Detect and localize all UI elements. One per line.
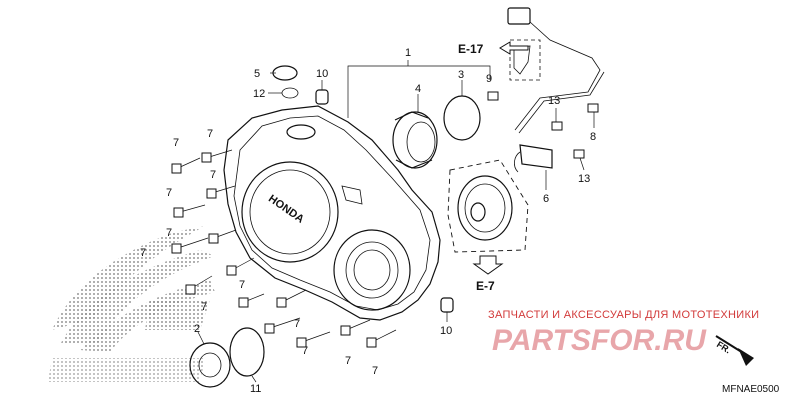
e17-arrow-icon [499,41,529,55]
cover-emblem: HONDA [266,193,306,226]
flange-bolts-7 [171,149,397,348]
plug-part-2 [189,342,231,388]
front-label: FR. [715,339,733,355]
diagram-code: MFNAE0500 [722,384,780,395]
bolt-part-8 [587,103,599,113]
honda-wing-logo [48,226,215,382]
callout-11: 11 [250,383,261,395]
o-ring-part-11 [229,327,265,377]
callout-5: 5 [254,68,260,80]
callout-3: 3 [458,69,464,81]
callout-12: 12 [253,88,265,100]
dowel-pin-bottom [440,297,454,313]
callout-7: 7 [173,137,179,149]
callout-7: 7 [294,318,300,330]
callout-6: 6 [543,193,549,205]
rotor-part-4 [392,111,438,169]
callout-7: 7 [372,365,378,377]
callout-7: 7 [210,169,216,181]
callout-9: 9 [486,73,492,85]
callout-7: 7 [166,227,172,239]
callout-4: 4 [415,83,421,95]
callout-7: 7 [201,301,207,313]
leader-lines [197,60,595,383]
callout-13: 13 [578,173,590,185]
callout-1: 1 [405,47,411,59]
callout-7: 7 [302,345,308,357]
bolt-part-13b [573,149,585,159]
sensor-harness-part-6 [507,7,605,173]
ref-e17: E-17 [458,42,484,56]
callout-7: 7 [345,355,351,367]
dowel-pin-top [315,89,329,105]
bolt-part-9 [487,91,499,101]
e7-arrow-icon [472,255,504,275]
callout-13: 13 [548,95,560,107]
o-ring-part-12 [281,87,299,99]
stator-assembly [447,159,529,253]
callout-8: 8 [590,131,596,143]
callout-2: 2 [194,323,200,335]
bolt-part-13a [551,121,563,131]
callout-7: 7 [239,279,245,291]
callout-7: 7 [140,247,146,259]
shop-watermark-text: ЗАПЧАСТИ И АКСЕССУАРЫ ДЛЯ МОТОТЕХНИКИ [488,309,759,321]
callout-10: 10 [316,68,328,80]
callout-7: 7 [166,187,172,199]
ref-e7: E-7 [476,279,495,293]
brand-watermark: PARTSFOR.RU [492,324,707,357]
filler-cap-part-5 [272,65,298,81]
gasket-part-3 [443,95,481,141]
callout-10: 10 [440,325,452,337]
callout-7: 7 [207,128,213,140]
